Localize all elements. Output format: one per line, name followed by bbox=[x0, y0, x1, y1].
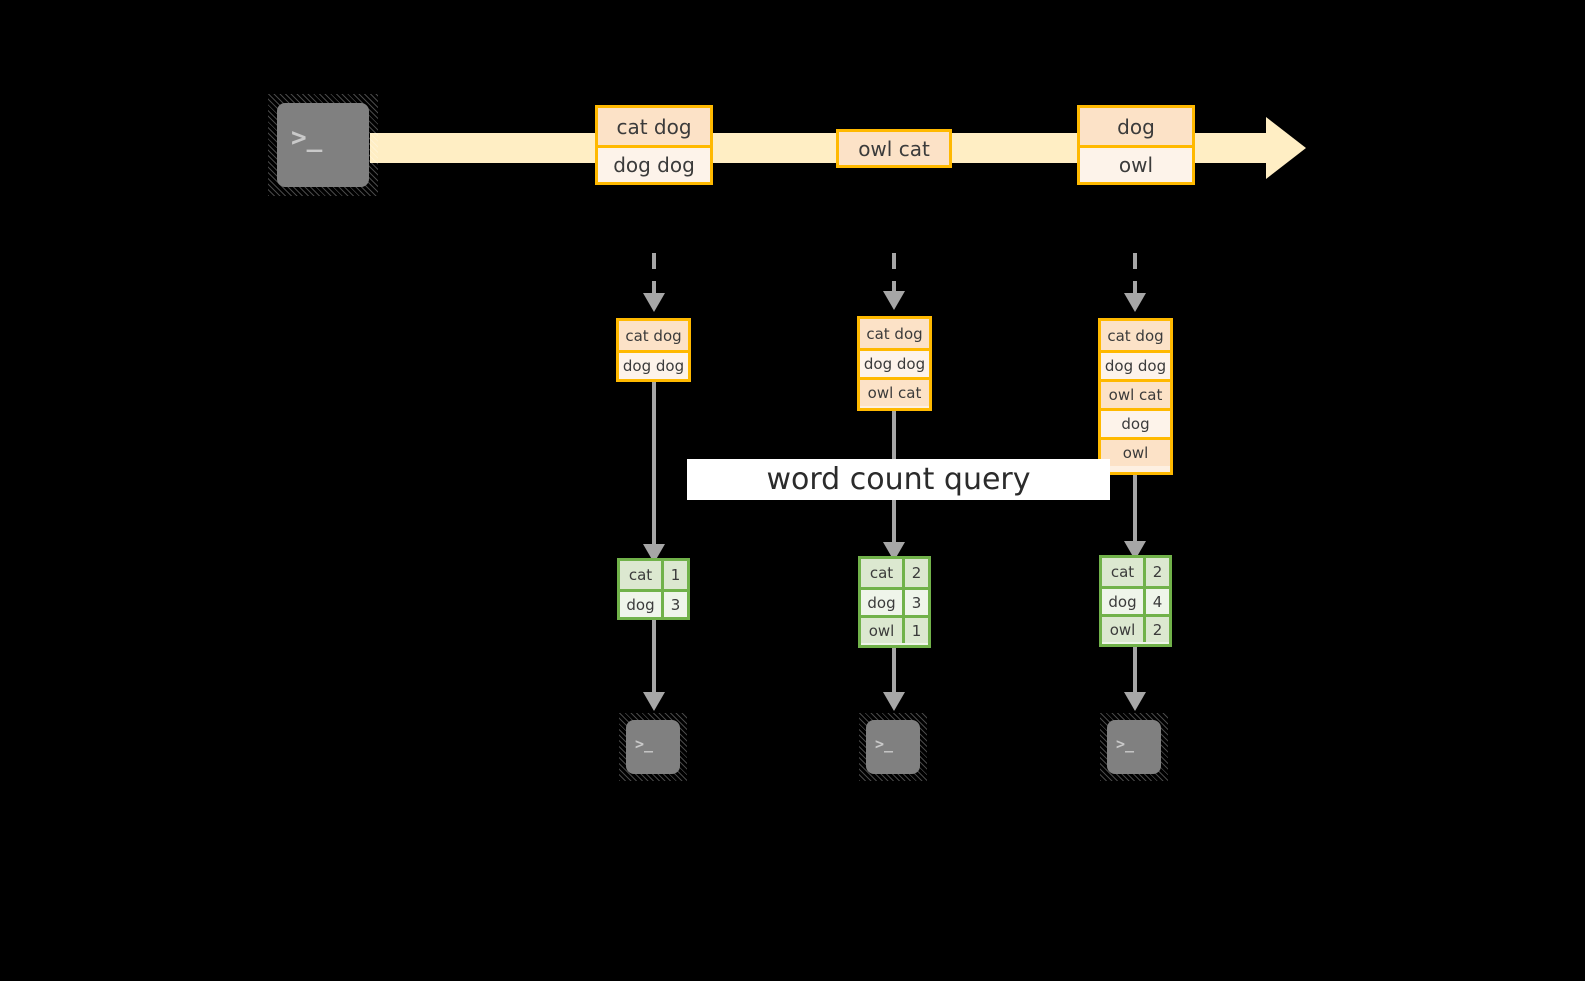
result-row: owl 1 bbox=[861, 615, 928, 643]
result-row: cat 2 bbox=[861, 559, 928, 587]
result-count-cell: 1 bbox=[664, 561, 687, 589]
terminal-prompt-glyph: >_ bbox=[875, 735, 894, 753]
terminal-prompt-glyph: >_ bbox=[635, 735, 654, 753]
snapshot-2-dashed-connector bbox=[892, 253, 896, 293]
source-terminal-icon[interactable]: >_ bbox=[277, 103, 369, 187]
stream-message-2[interactable]: owl cat bbox=[836, 129, 952, 168]
result-word-cell: owl bbox=[1102, 617, 1146, 642]
result-row: dog 4 bbox=[1102, 586, 1169, 614]
result-count-cell: 1 bbox=[905, 618, 928, 643]
result-row: owl 2 bbox=[1102, 614, 1169, 642]
snapshot-3-sink-arrowhead bbox=[1124, 692, 1146, 711]
stream-message-row: owl cat bbox=[839, 132, 949, 165]
result-word-cell: dog bbox=[1102, 589, 1146, 614]
result-count-cell: 2 bbox=[905, 559, 928, 587]
stream-message-row: dog bbox=[1080, 108, 1192, 145]
result-count-cell: 3 bbox=[905, 590, 928, 615]
result-row: dog 3 bbox=[620, 589, 687, 617]
stream-message-row: cat dog bbox=[598, 108, 710, 145]
result-word-cell: cat bbox=[861, 559, 905, 587]
accumulated-row: dog bbox=[1101, 408, 1170, 437]
accumulated-row: dog dog bbox=[619, 350, 688, 379]
stream-message-1[interactable]: cat dog dog dog bbox=[595, 105, 713, 185]
result-word-cell: owl bbox=[861, 618, 905, 643]
result-count-cell: 2 bbox=[1146, 617, 1169, 642]
snapshot-3-sink-connector bbox=[1133, 647, 1137, 695]
snapshot-3-result-table[interactable]: cat 2 dog 4 owl 2 bbox=[1099, 555, 1172, 647]
snapshot-3-sink-terminal-icon[interactable]: >_ bbox=[1107, 720, 1161, 774]
result-count-cell: 3 bbox=[664, 592, 687, 617]
result-word-cell: dog bbox=[861, 590, 905, 615]
snapshot-1-dashed-connector bbox=[652, 253, 656, 295]
snapshot-2-result-table[interactable]: cat 2 dog 3 owl 1 bbox=[858, 556, 931, 648]
accumulated-row: owl cat bbox=[1101, 379, 1170, 408]
snapshot-1-sink-arrowhead bbox=[643, 692, 665, 711]
snapshot-2-sink-arrowhead bbox=[883, 692, 905, 711]
snapshot-3-dashed-connector bbox=[1133, 253, 1137, 295]
snapshot-2-accumulated-box[interactable]: cat dog dog dog owl cat bbox=[857, 316, 932, 411]
stream-message-3[interactable]: dog owl bbox=[1077, 105, 1195, 185]
terminal-prompt-glyph: >_ bbox=[291, 123, 323, 153]
snapshot-1-sink-connector bbox=[652, 620, 656, 695]
result-count-cell: 2 bbox=[1146, 558, 1169, 586]
snapshot-1-dashed-arrowhead bbox=[643, 293, 665, 312]
snapshot-3-query-connector bbox=[1133, 475, 1137, 545]
snapshot-1-sink-terminal-icon[interactable]: >_ bbox=[626, 720, 680, 774]
snapshot-3-dashed-arrowhead bbox=[1124, 293, 1146, 312]
snapshot-2-dashed-arrowhead bbox=[883, 291, 905, 310]
result-word-cell: dog bbox=[620, 592, 664, 617]
accumulated-row: cat dog bbox=[1101, 321, 1170, 350]
result-row: cat 2 bbox=[1102, 558, 1169, 586]
accumulated-row: dog dog bbox=[1101, 350, 1170, 379]
result-count-cell: 4 bbox=[1146, 589, 1169, 614]
snapshot-1-accumulated-box[interactable]: cat dog dog dog bbox=[616, 318, 691, 382]
snapshot-2-sink-terminal-icon[interactable]: >_ bbox=[866, 720, 920, 774]
query-label: word count query bbox=[687, 459, 1110, 500]
result-row: dog 3 bbox=[861, 587, 928, 615]
snapshot-2-sink-connector bbox=[892, 648, 896, 695]
accumulated-row: cat dog bbox=[619, 321, 688, 350]
result-word-cell: cat bbox=[1102, 558, 1146, 586]
snapshot-1-result-table[interactable]: cat 1 dog 3 bbox=[617, 558, 690, 620]
result-row: cat 1 bbox=[620, 561, 687, 589]
stream-message-row: owl bbox=[1080, 145, 1192, 182]
stream-message-row: dog dog bbox=[598, 145, 710, 182]
stream-arrowhead bbox=[1266, 117, 1306, 179]
snapshot-3-accumulated-box[interactable]: cat dog dog dog owl cat dog owl bbox=[1098, 318, 1173, 475]
accumulated-row: owl cat bbox=[860, 377, 929, 406]
accumulated-row: owl bbox=[1101, 437, 1170, 466]
accumulated-row: cat dog bbox=[860, 319, 929, 348]
accumulated-row: dog dog bbox=[860, 348, 929, 377]
snapshot-1-query-connector bbox=[652, 382, 656, 547]
result-word-cell: cat bbox=[620, 561, 664, 589]
terminal-prompt-glyph: >_ bbox=[1116, 735, 1135, 753]
